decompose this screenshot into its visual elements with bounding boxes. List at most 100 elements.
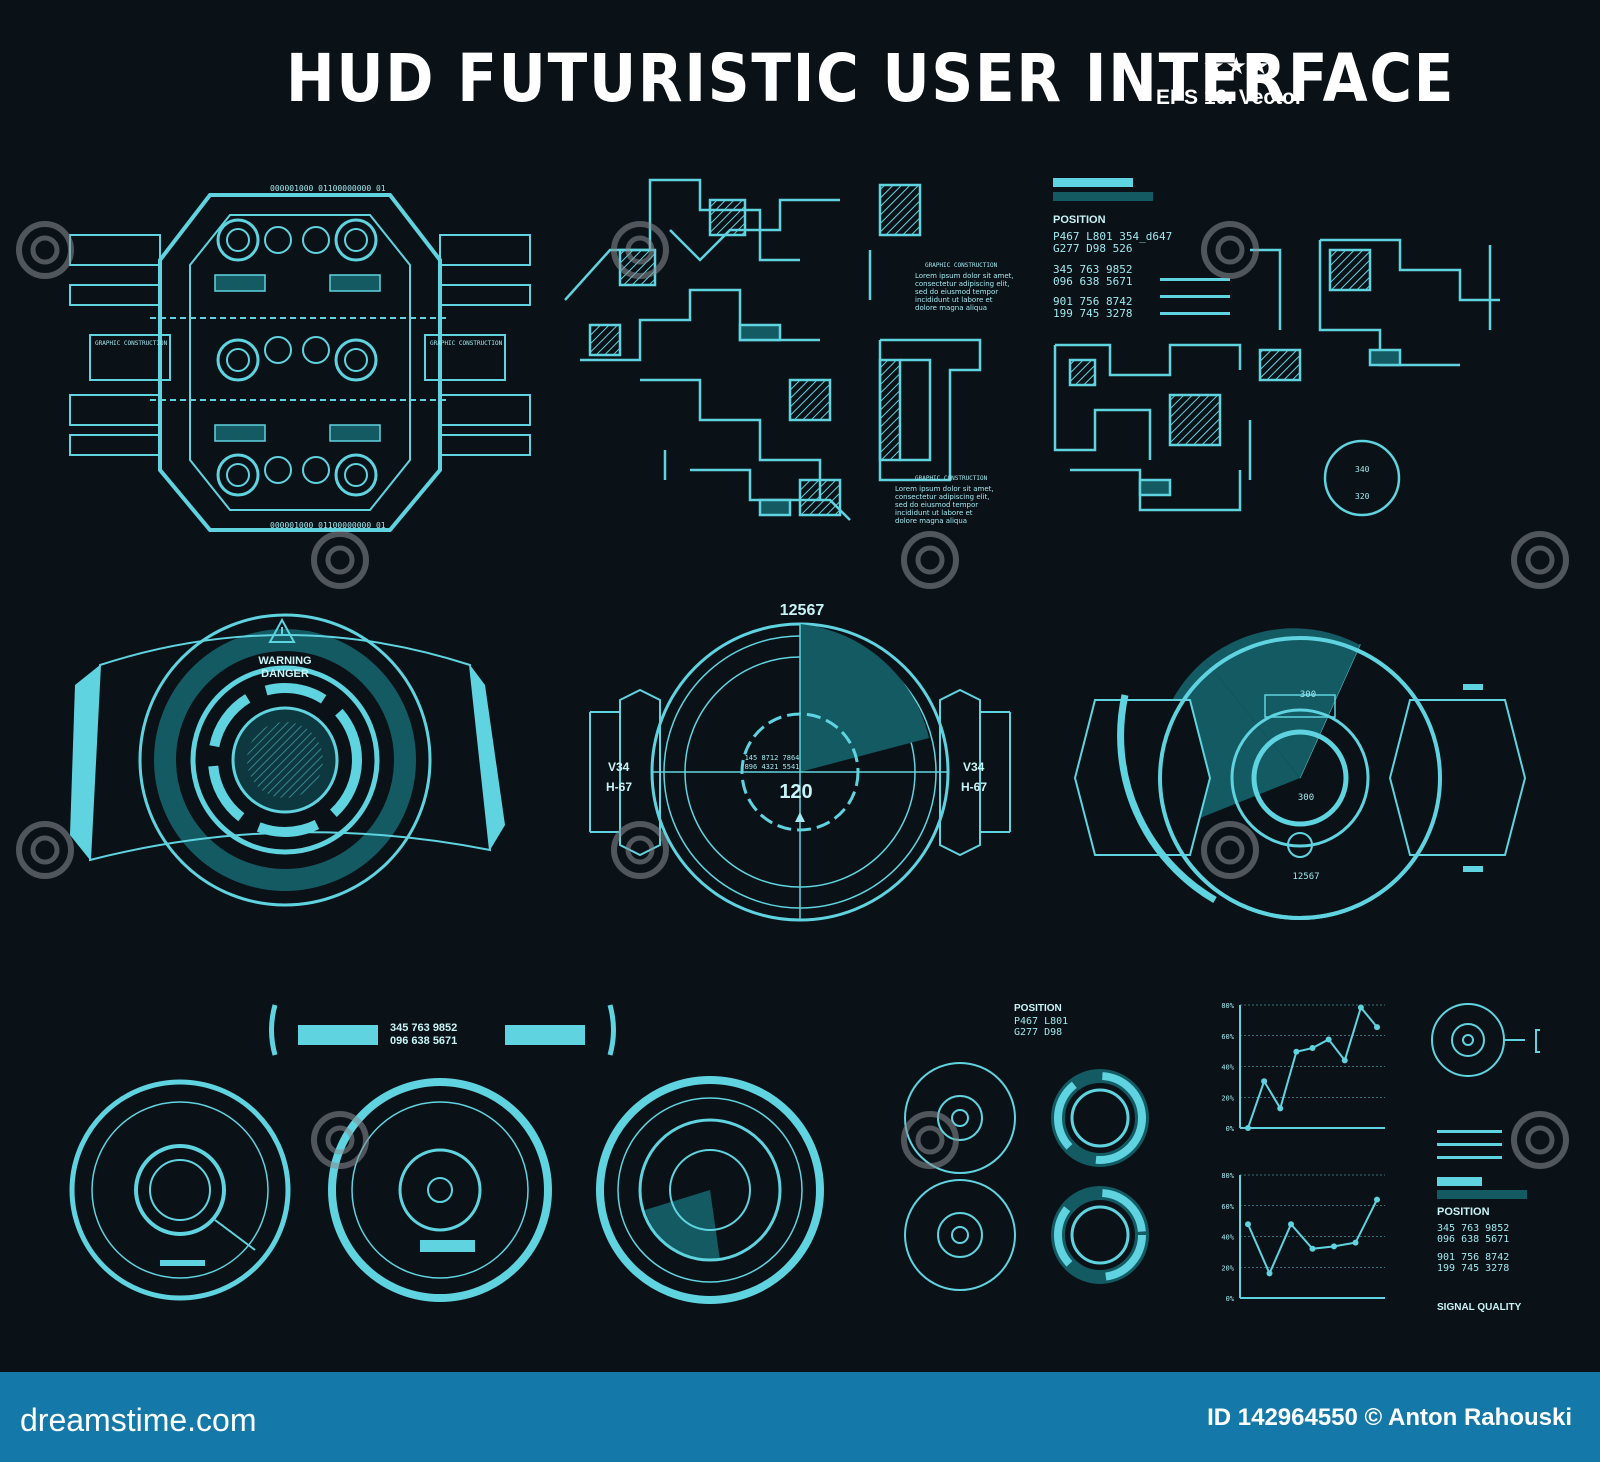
panel-c-position-label: POSITION	[1053, 214, 1106, 226]
watermark-icon	[901, 1111, 959, 1169]
line_chart_2-point	[1374, 1196, 1380, 1203]
right-target	[1431, 1003, 1540, 1077]
panel-c-gauge-top: 340	[1355, 465, 1370, 474]
radar-left-h: H-67	[606, 780, 632, 794]
small-dials	[904, 1062, 1149, 1291]
right-position-label: POSITION	[1437, 1206, 1490, 1218]
line_chart_1-series-line	[1247, 1005, 1378, 1129]
bar-readout-line-1: 345 763 9852	[390, 1022, 457, 1034]
line_chart_2-point	[1309, 1245, 1316, 1252]
panel-b-label-1: GRAPHIC CONSTRUCTION	[925, 262, 998, 269]
radar-top-value: 12567	[780, 602, 825, 619]
line_chart_1-point	[1293, 1048, 1300, 1055]
line_chart_2-tick-label: 40%	[1221, 1234, 1234, 1242]
panel-a-code-top: 000001000 01100000000 01	[270, 184, 386, 193]
radar-right-h: H-67	[961, 780, 987, 794]
line_chart_2-point	[1266, 1270, 1273, 1277]
right-line-2: 096 638 5671	[1437, 1234, 1509, 1245]
footer-id: ID 142964550 © Anton Rahouski	[1207, 1404, 1572, 1431]
warning-gauge	[70, 613, 505, 907]
signal-quality-label: SIGNAL QUALITY	[1437, 1302, 1522, 1313]
scope-top: 300	[1300, 690, 1316, 700]
small-position-line-1: P467 L801	[1014, 1016, 1068, 1027]
small-position-label: POSITION	[1014, 1003, 1062, 1014]
line_chart_2-point	[1352, 1239, 1359, 1246]
page-subtitle: EPS 10. Vector	[1156, 86, 1304, 109]
line_chart_1-point	[1357, 1004, 1364, 1011]
line-chart-1: 80% 60% 40% 20% 0%	[1221, 1002, 1385, 1133]
watermark-icon	[1511, 531, 1569, 589]
line-chart-2: 80% 60% 40% 20% 0%	[1221, 1172, 1385, 1303]
footer-brand[interactable]: dreamstime.com	[20, 1402, 257, 1438]
bar-readout-line-2: 096 638 5671	[390, 1035, 457, 1047]
line_chart_2-tick-label: 20%	[1221, 1264, 1234, 1272]
panel-c-line-5: 901 756 8742	[1053, 295, 1132, 308]
right-line-1: 345 763 9852	[1437, 1223, 1509, 1234]
watermark-icon	[1201, 821, 1259, 879]
line_chart_2-tick-label: 80%	[1221, 1172, 1234, 1180]
panel-c-bars	[1053, 178, 1230, 315]
line_chart_1-point	[1374, 1024, 1380, 1031]
panel-b-circuit	[564, 178, 982, 521]
line_chart_1-point	[1325, 1036, 1332, 1043]
danger-text: DANGER	[261, 668, 309, 680]
radar-gauge	[589, 622, 1011, 922]
right-line-4: 199 745 3278	[1437, 1263, 1509, 1274]
watermark-icon	[611, 221, 669, 279]
watermark-icon	[1201, 221, 1259, 279]
scope-gauge	[1073, 628, 1527, 920]
panel-c-line-2: G277 D98 526	[1053, 242, 1132, 255]
watermark-icon	[1511, 1111, 1569, 1169]
radar-right-v: V34	[963, 760, 985, 774]
watermark-icon	[16, 821, 74, 879]
panel-c-line-4: 096 638 5671	[1053, 275, 1132, 288]
panel-a-label-right: GRAPHIC CONSTRUCTION	[430, 340, 503, 347]
panel-c-line-6: 199 745 3278	[1053, 307, 1132, 320]
watermark-icon	[311, 531, 369, 589]
panel-c-gauge-bottom: 320	[1355, 492, 1370, 501]
line_chart_2-point	[1288, 1221, 1294, 1228]
line_chart_1-point	[1309, 1045, 1316, 1052]
panel-c-line-1: P467 L801 354_d647	[1053, 230, 1172, 243]
rating-stars: ★★★	[1203, 52, 1271, 80]
line_chart_2-point	[1331, 1243, 1337, 1250]
line_chart_1-point	[1245, 1125, 1251, 1131]
line_chart_1-tick-label: 40%	[1221, 1064, 1234, 1072]
bar-readout	[269, 1004, 616, 1056]
radar-center-line-2: 896 4321 5541	[745, 763, 800, 771]
footer-bar	[0, 1372, 1600, 1462]
radar-left-v: V34	[608, 760, 630, 774]
panel-b-lorem-2: Lorem ipsum dolor sit amet, consectetur …	[895, 485, 994, 525]
line_chart_2-point	[1245, 1221, 1251, 1228]
watermark-icon	[16, 221, 74, 279]
watermark-icon	[901, 531, 959, 589]
line_chart_1-tick-label: 60%	[1221, 1033, 1234, 1041]
scope-bottom: 12567	[1292, 872, 1319, 882]
radar-center-line-1: 145 8712 7864	[745, 754, 800, 762]
warning-text: WARNING	[258, 655, 311, 667]
radar-center-value: 120	[779, 781, 812, 803]
line_chart_1-tick-label: 80%	[1221, 1002, 1234, 1010]
watermark-icon	[611, 821, 669, 879]
panel-c-line-3: 345 763 9852	[1053, 263, 1132, 276]
panel-b-label-2: GRAPHIC CONSTRUCTION	[915, 475, 988, 482]
bottom-gauges	[69, 1076, 824, 1304]
line_chart_1-point	[1341, 1057, 1348, 1064]
line_chart_1-tick-label: 20%	[1221, 1094, 1234, 1102]
panel-b-lorem-1: Lorem ipsum dolor sit amet, consectetur …	[915, 272, 1014, 312]
line_chart_2-tick-label: 0%	[1226, 1295, 1235, 1303]
panel-a-code-bottom: 000001000 01100000000 01	[270, 521, 386, 530]
line_chart_1-tick-label: 0%	[1226, 1125, 1235, 1133]
panel-a-module	[69, 193, 531, 532]
small-position-line-2: G277 D98	[1014, 1027, 1062, 1038]
scope-mid: 300	[1298, 793, 1314, 803]
watermark-icon	[311, 1111, 369, 1169]
panel-a-label-left: GRAPHIC CONSTRUCTION	[95, 340, 168, 347]
line_chart_1-point	[1277, 1105, 1284, 1112]
hud-canvas: 000001000 01100000000 01 000001000 01100…	[69, 178, 1540, 1313]
panel-c-circuit	[1053, 238, 1500, 517]
page-title: HUD FUTURISTIC USER INTERFACE	[286, 40, 1456, 117]
line_chart_2-tick-label: 60%	[1221, 1203, 1234, 1211]
right-line-3: 901 756 8742	[1437, 1252, 1509, 1263]
line_chart_1-point	[1261, 1078, 1268, 1085]
